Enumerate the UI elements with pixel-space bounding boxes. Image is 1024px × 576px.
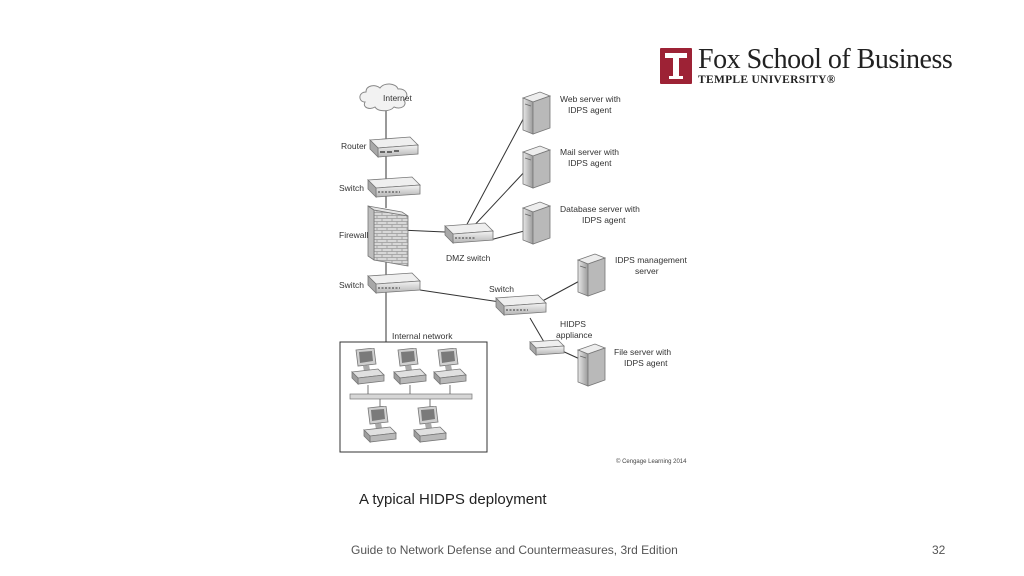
internet-cloud-icon (359, 83, 408, 112)
internet-label: Internet (383, 93, 412, 103)
internal-network-box (339, 341, 488, 453)
workstation-icon (413, 406, 447, 443)
page-number: 32 (932, 543, 946, 557)
fox-school-logo: Fox School of Business TEMPLE UNIVERSITY… (658, 44, 953, 90)
file-server-icon (576, 343, 607, 387)
footer-text: Guide to Network Defense and Countermeas… (351, 543, 678, 557)
workstation-icon (433, 348, 467, 385)
switch-bottom-icon (367, 272, 421, 294)
database-server-icon (521, 201, 552, 245)
logo-subtitle: TEMPLE UNIVERSITY® (698, 74, 836, 86)
internal-network-label: Internal network (392, 331, 453, 341)
mail-server-icon (521, 145, 552, 189)
idps-management-label-line2: server (635, 266, 659, 276)
dmz-switch-label: DMZ switch (446, 253, 491, 263)
switch-top-icon (367, 176, 421, 198)
workstation-icon (393, 348, 427, 385)
firewall-label: Firewall (339, 230, 368, 240)
mail-server-label-line1: Mail server with (560, 147, 619, 157)
switch-right-icon (495, 294, 547, 316)
database-server-label-line1: Database server with (560, 204, 640, 214)
idps-management-server-icon (576, 253, 607, 297)
dmz-switch-icon (444, 222, 494, 244)
web-server-label-line2: IDPS agent (568, 105, 612, 115)
workstation-icon (363, 406, 397, 443)
mail-server-label-line2: IDPS agent (568, 158, 612, 168)
hidps-label-line2: appliance (556, 330, 593, 340)
switch-bottom-label: Switch (339, 280, 364, 290)
copyright-notice: © Cengage Learning 2014 (616, 458, 687, 465)
database-server-label-line2: IDPS agent (582, 215, 626, 225)
idps-management-label-line1: IDPS management (615, 255, 687, 265)
hidps-label-line1: HIDPS (560, 319, 586, 329)
router-label: Router (341, 141, 367, 151)
web-server-icon (521, 91, 552, 135)
web-server-label-line1: Web server with (560, 94, 621, 104)
switch-top-label: Switch (339, 183, 364, 193)
file-server-label-line1: File server with (614, 347, 671, 357)
network-bus (349, 385, 473, 410)
hidps-diagram: Internet Router Switch Firewall Switch D… (339, 83, 687, 465)
temple-t-icon (660, 48, 692, 84)
switch-right-label: Switch (489, 284, 514, 294)
file-server-label-line2: IDPS agent (624, 358, 668, 368)
figure-caption: A typical HIDPS deployment (359, 491, 547, 508)
router-icon (369, 136, 419, 158)
hidps-appliance-icon (529, 339, 565, 356)
firewall-icon (367, 205, 409, 267)
logo-name: Fox School of Business (698, 44, 953, 75)
workstation-icon (351, 348, 385, 385)
